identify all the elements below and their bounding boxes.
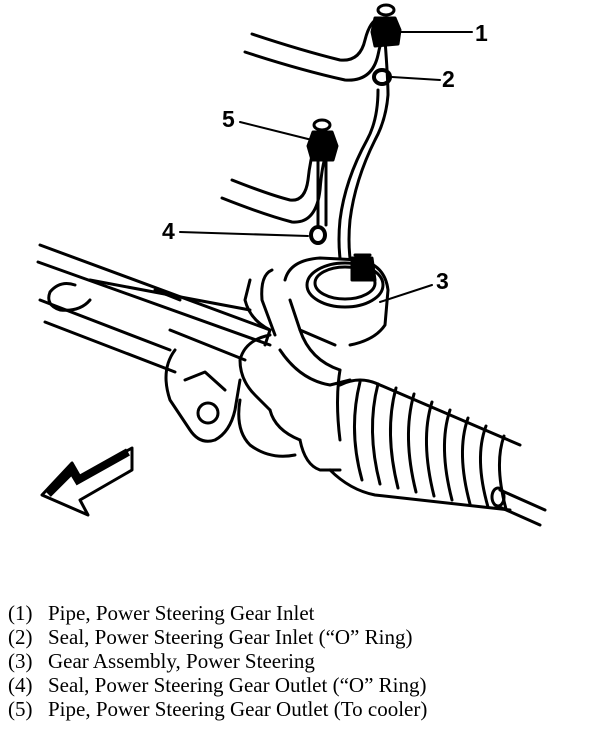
leader-line-5 (239, 121, 313, 141)
tie-rod (490, 486, 547, 527)
steering-gear-diagram (36, 3, 547, 527)
outlet-o-ring (309, 225, 327, 245)
legend-text: Seal, Power Steering Gear Outlet (“O” Ri… (48, 673, 427, 697)
gear-assembly (237, 253, 390, 472)
parts-legend: (1) Pipe, Power Steering Gear Inlet (2) Se… (8, 601, 586, 721)
legend-number: (2) (8, 625, 33, 649)
inlet-o-ring (372, 68, 392, 86)
outlet-fitting-nut (306, 118, 339, 162)
mounting-bracket (164, 328, 247, 443)
leader-line-3 (379, 284, 433, 303)
callout-1: 1 (475, 20, 488, 46)
callout-3: 3 (436, 268, 449, 294)
callout-5: 5 (222, 106, 235, 132)
inlet-fitting-nut (370, 3, 402, 48)
legend-item: (4) Seal, Power Steering Gear Outlet (“O”… (8, 673, 586, 697)
legend-item: (3) Gear Assembly, Power Steering (8, 649, 586, 673)
legend-item: (5) Pipe, Power Steering Gear Outlet (To … (8, 697, 586, 721)
legend-item: (2) Seal, Power Steering Gear Inlet (“O” … (8, 625, 586, 649)
legend-number: (3) (8, 649, 33, 673)
callout-2: 2 (442, 66, 455, 92)
callout-4: 4 (162, 218, 175, 244)
legend-number: (1) (8, 601, 33, 625)
legend-text: Pipe, Power Steering Gear Inlet (48, 601, 315, 625)
leader-line-4 (179, 231, 309, 237)
rack-housing (36, 243, 272, 374)
front-direction-arrow-icon (40, 446, 134, 517)
legend-text: Seal, Power Steering Gear Inlet (“O” Rin… (48, 625, 413, 649)
bellows-boot (328, 378, 522, 512)
legend-number: (5) (8, 697, 33, 721)
legend-text: Gear Assembly, Power Steering (48, 649, 315, 673)
leader-line-2 (391, 76, 441, 81)
legend-number: (4) (8, 673, 33, 697)
legend-item: (1) Pipe, Power Steering Gear Inlet (8, 601, 586, 625)
legend-text: Pipe, Power Steering Gear Outlet (To coo… (48, 697, 428, 721)
